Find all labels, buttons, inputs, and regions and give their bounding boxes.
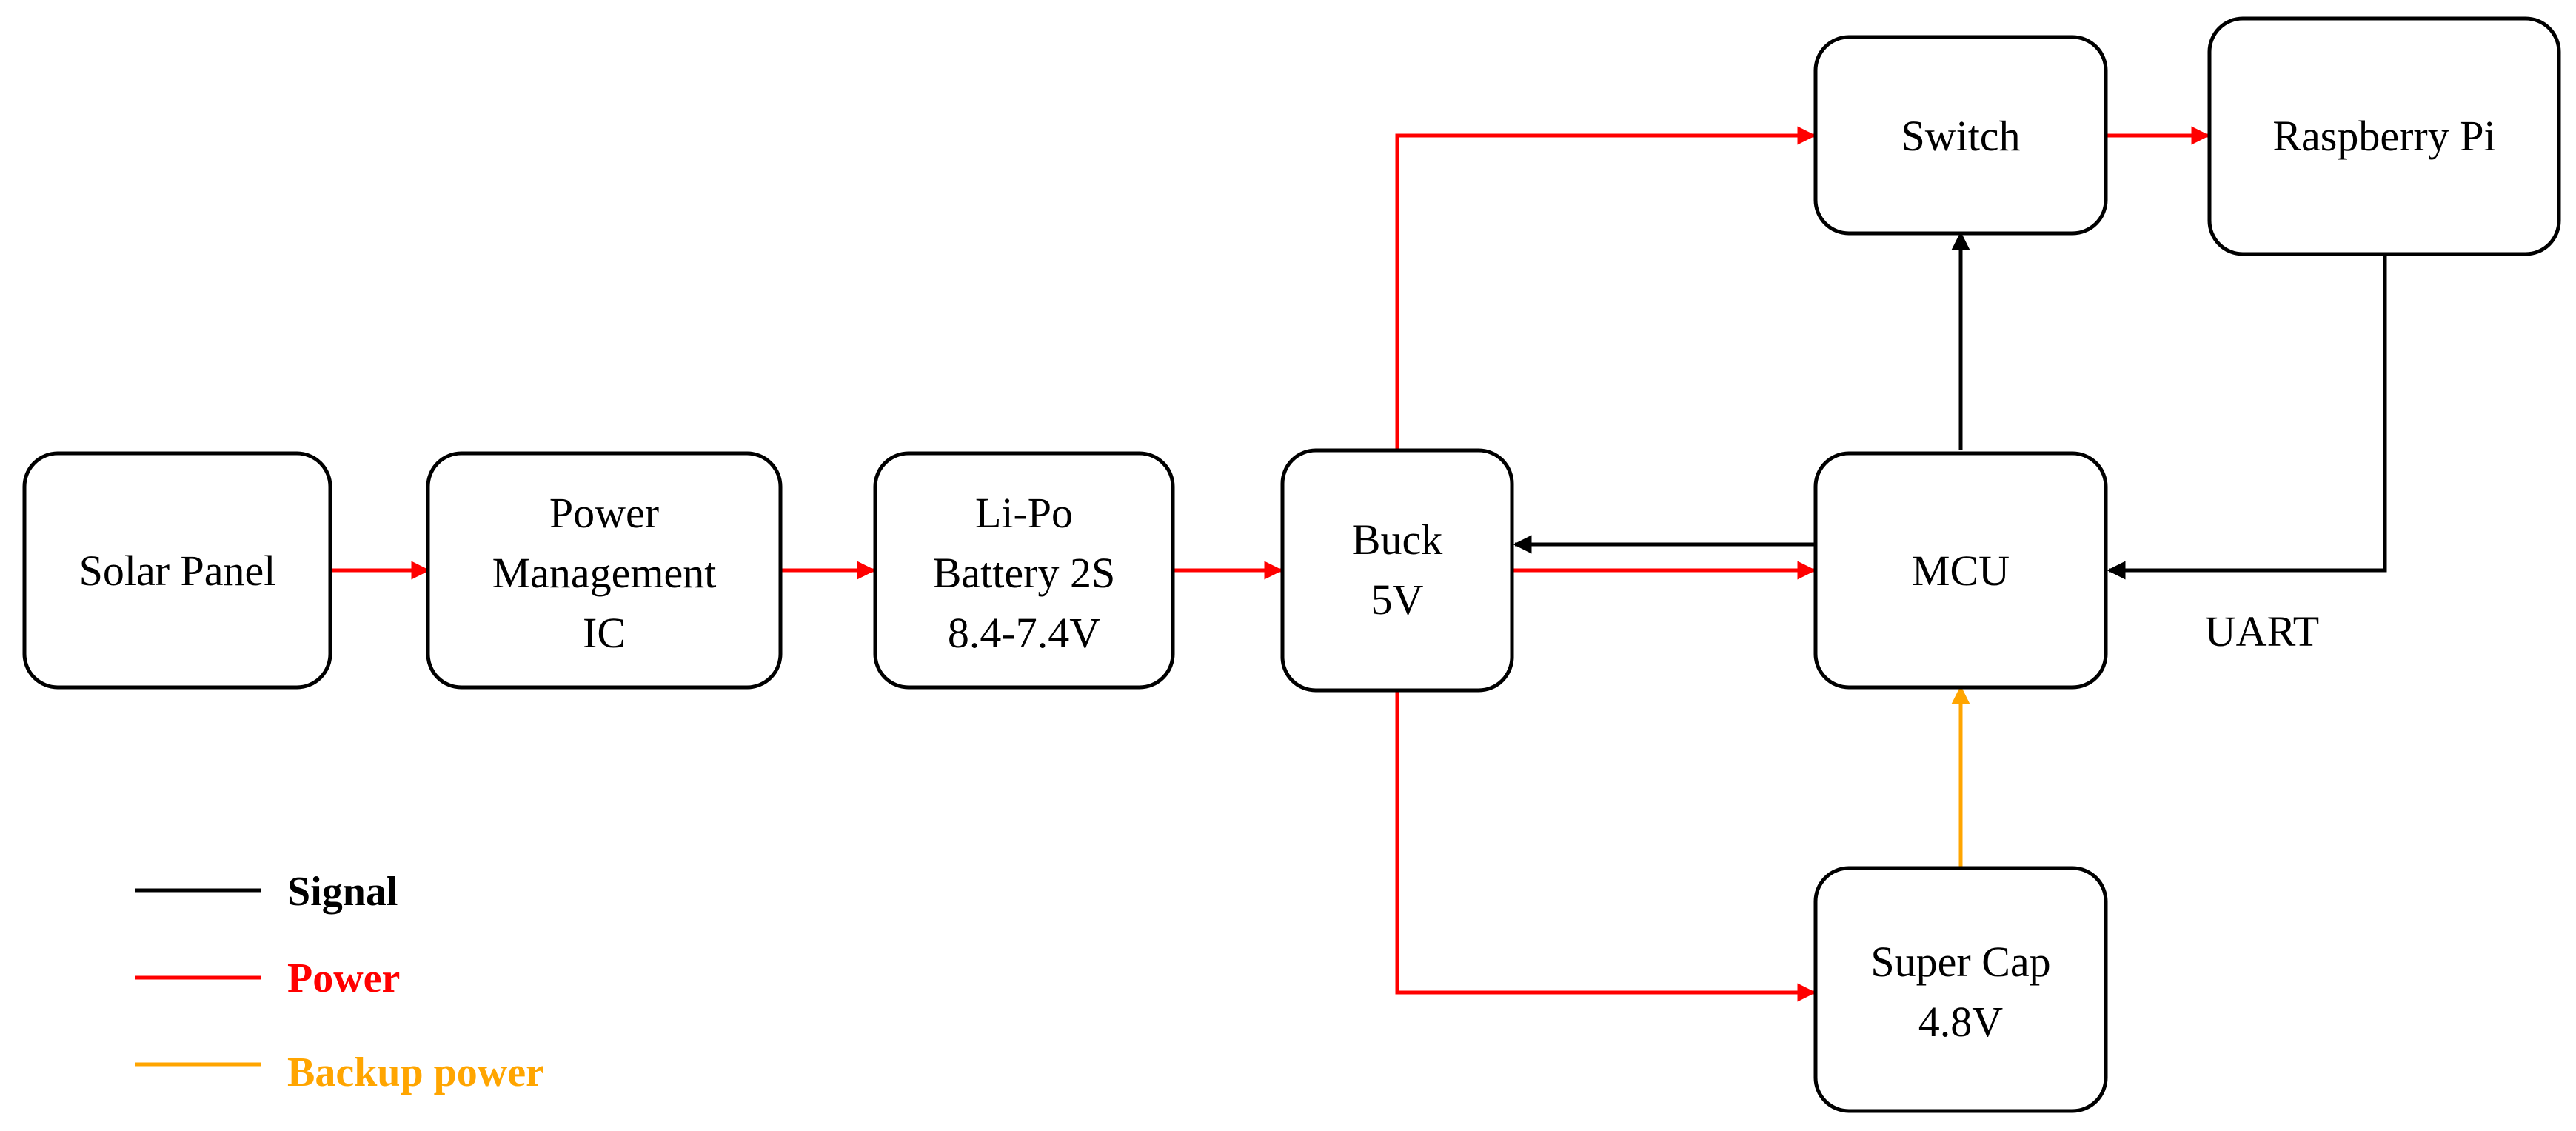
block-super-cap-label-line1: Super Cap [1870, 938, 2050, 986]
block-buck-label-line2: 5V [1371, 575, 1424, 624]
edge-buck-to-switch [1395, 126, 1816, 450]
legend-signal-label: Signal [287, 869, 398, 915]
block-mcu: MCU [1813, 451, 2108, 690]
block-pmic-label-line3: IC [583, 609, 626, 657]
connections [330, 126, 2395, 1002]
block-buck-label-line1: Buck [1352, 516, 1442, 564]
block-lipo-battery: Li-Po Battery 2S 8.4-7.4V [873, 451, 1175, 690]
block-mcu-label: MCU [1912, 547, 2010, 595]
block-battery-label-line1: Li-Po [975, 489, 1073, 537]
legend-backup-label: Backup power [287, 1050, 544, 1095]
block-super-cap-label-line2: 4.8V [1918, 998, 2004, 1046]
block-switch-label: Switch [1901, 112, 2020, 160]
block-battery-label-line3: 8.4-7.4V [948, 609, 1100, 657]
block-pmic-label-line2: Management [492, 549, 717, 597]
block-raspberry-pi: Raspberry Pi [2207, 16, 2561, 256]
block-pmic-label-line1: Power [549, 489, 659, 537]
edge-buck-to-supercap [1395, 690, 1816, 1002]
block-buck-converter: Buck 5V [1280, 448, 1514, 693]
legend-power-label: Power [287, 955, 400, 1001]
uart-label: UART [2205, 607, 2319, 655]
block-switch: Switch [1813, 35, 2108, 236]
block-battery-label-line2: Battery 2S [933, 549, 1115, 597]
edge-uart-rpi-mcu [2107, 238, 2395, 580]
block-solar-panel: Solar Panel [22, 451, 332, 690]
legend: Signal Power Backup power [135, 869, 544, 1095]
block-solar-panel-label: Solar Panel [79, 547, 276, 595]
block-super-cap: Super Cap 4.8V [1813, 866, 2108, 1113]
block-power-management-ic: Power Management IC [426, 451, 783, 690]
block-raspberry-pi-label: Raspberry Pi [2272, 112, 2495, 160]
